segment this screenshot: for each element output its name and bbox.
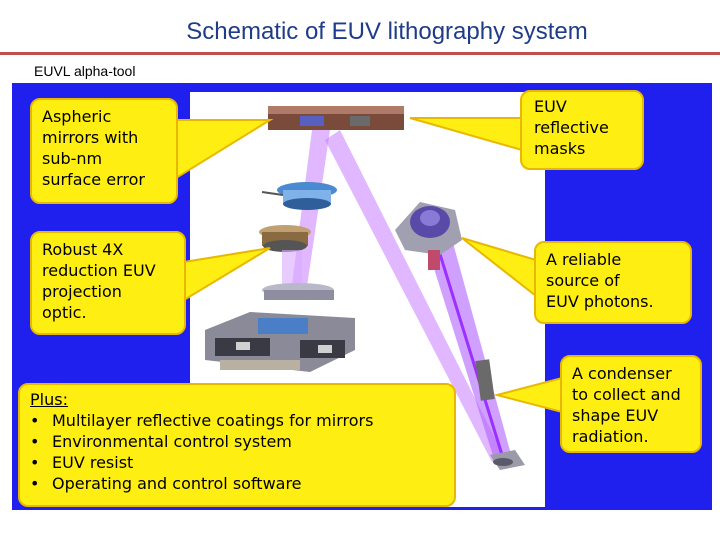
- projection-optic: [262, 250, 334, 300]
- callout-line: Robust 4X: [42, 240, 124, 259]
- plus-item-text: Environmental control system: [52, 432, 292, 451]
- mask-stage: [268, 106, 404, 130]
- pointer-aspheric: [175, 119, 274, 180]
- callout-line: optic.: [42, 303, 87, 322]
- euv-source: [395, 202, 462, 270]
- callout-line: A reliable: [546, 250, 622, 269]
- callout-line: radiation.: [572, 427, 649, 446]
- pointer-masks: [409, 117, 523, 152]
- callout-line: A condenser: [572, 364, 672, 383]
- plus-list-item: • Environmental control system: [30, 431, 444, 452]
- slide-title: Schematic of EUV lithography system: [186, 18, 588, 45]
- condenser-element: [475, 359, 525, 470]
- plus-item-text: Operating and control software: [52, 474, 302, 493]
- callout-line: shape EUV: [572, 406, 659, 425]
- pointer-condenser: [493, 376, 563, 414]
- callout-line: source of: [546, 271, 620, 290]
- bullet: •: [30, 411, 40, 430]
- plus-item-text: Multilayer reflective coatings for mirro…: [52, 411, 374, 430]
- callout-line: reflective: [534, 118, 609, 137]
- bullet: •: [30, 432, 40, 451]
- plus-list-item: • Operating and control software: [30, 473, 444, 494]
- callout-line: surface error: [42, 170, 145, 189]
- plus-item-text: EUV resist: [52, 453, 134, 472]
- callout-line: projection: [42, 282, 122, 301]
- callout-reflective-masks: EUV reflective masks: [520, 90, 644, 170]
- wafer-stage: [205, 312, 355, 372]
- callout-aspheric-mirrors: Aspheric mirrors with sub-nm surface err…: [30, 98, 178, 204]
- bullet: •: [30, 453, 40, 472]
- callout-line: mirrors with: [42, 128, 139, 147]
- pointer-optic: [183, 247, 271, 302]
- title-underline: [0, 52, 720, 55]
- aspheric-mirror-upper: [261, 182, 337, 210]
- callout-euv-source: A reliable source of EUV photons.: [534, 241, 692, 324]
- beam-core: [433, 237, 505, 459]
- plus-list-item: • Multilayer reflective coatings for mirr…: [30, 410, 444, 431]
- callout-line: reduction EUV: [42, 261, 156, 280]
- slide-subtitle: EUVL alpha-tool: [34, 63, 136, 79]
- callout-projection-optic: Robust 4X reduction EUV projection optic…: [30, 231, 186, 335]
- callout-plus-list: Plus: • Multilayer reflective coatings fo…: [18, 383, 456, 507]
- callout-line: masks: [534, 139, 586, 158]
- callout-line: Aspheric: [42, 107, 112, 126]
- callout-line: sub-nm: [42, 149, 103, 168]
- bullet: •: [30, 474, 40, 493]
- callout-line: EUV: [534, 97, 567, 116]
- plus-heading: Plus:: [30, 390, 68, 409]
- plus-list-item: • EUV resist: [30, 452, 444, 473]
- callout-line: to collect and: [572, 385, 681, 404]
- beam-mask-to-condenser: [325, 130, 505, 462]
- aspheric-mirror-lower: [259, 225, 311, 252]
- pointer-source: [461, 237, 537, 299]
- callout-condenser: A condenser to collect and shape EUV rad…: [560, 355, 702, 453]
- callout-line: EUV photons.: [546, 292, 654, 311]
